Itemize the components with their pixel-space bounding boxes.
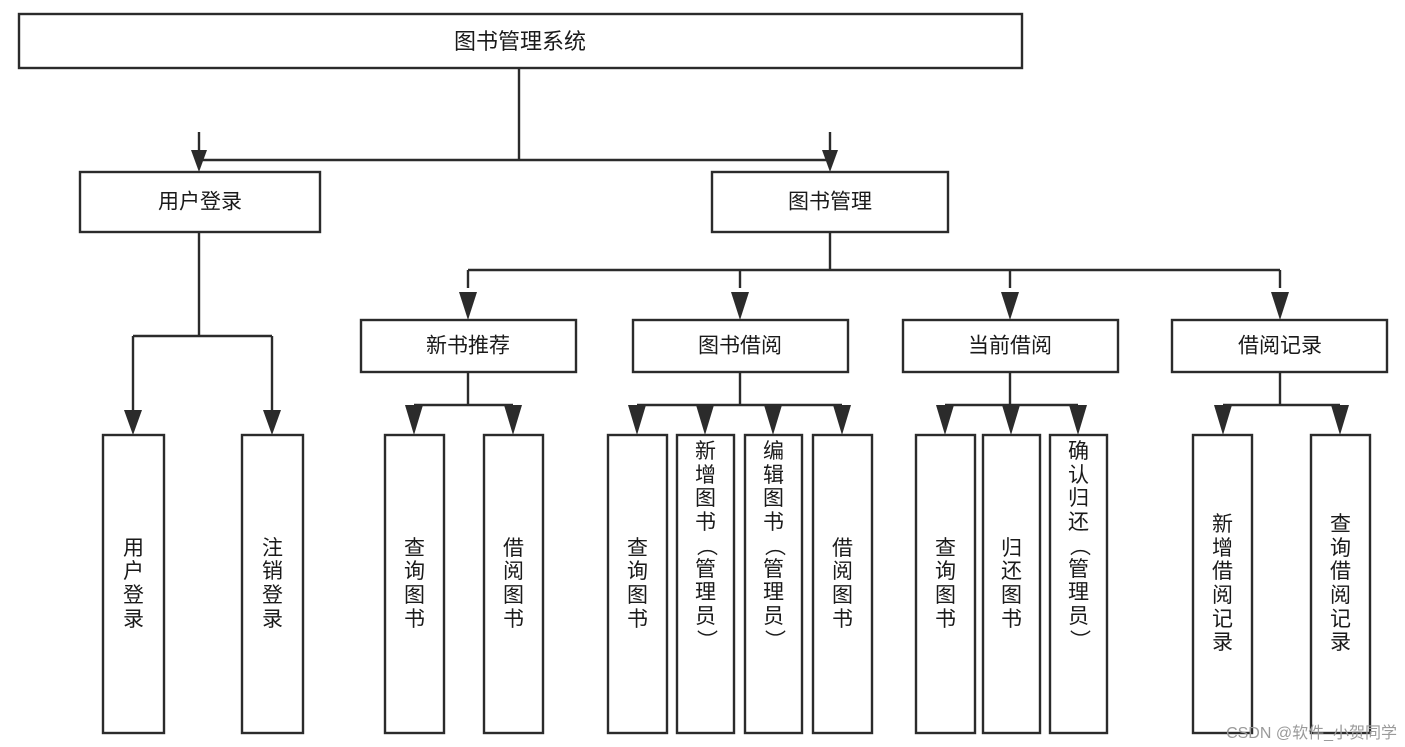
arrowhead-leaf-add-record (1214, 405, 1232, 435)
node-leaf-query-book-1-box[interactable] (383, 433, 446, 735)
arrowhead-leaf-user-login (124, 410, 142, 435)
node-book-borrow-box[interactable] (631, 318, 850, 374)
node-book-borrow[interactable]: 图书借阅 (631, 318, 850, 374)
arrowhead-leaf-borrow-book-1 (504, 405, 522, 435)
node-borrow-record-box[interactable] (1170, 318, 1389, 374)
node-leaf-add-record-box[interactable] (1191, 433, 1254, 735)
arrowhead-book-management (822, 150, 838, 172)
node-leaf-logout-box[interactable] (240, 433, 305, 735)
node-leaf-return-book-box[interactable] (981, 433, 1042, 735)
arrowhead-leaf-logout (263, 410, 281, 435)
arrowhead-current-borrow (1001, 292, 1019, 320)
node-root[interactable]: 图书管理系统 (17, 12, 1024, 70)
node-borrow-record[interactable]: 借阅记录 (1170, 318, 1389, 374)
arrowhead-leaf-query-record (1331, 405, 1349, 435)
node-current-borrow[interactable]: 当前借阅 (901, 318, 1120, 374)
node-current-borrow-label: 当前借阅 (968, 335, 1052, 358)
node-borrow-record-label: 借阅记录 (1238, 335, 1322, 358)
node-user-login[interactable]: 用户登录 (78, 170, 322, 234)
node-leaf-user-login-box[interactable] (101, 433, 166, 735)
arrowhead-leaf-edit-book (764, 405, 782, 435)
arrowhead-user-login (191, 150, 207, 172)
node-user-login-label: 用户登录 (158, 191, 242, 214)
node-leaf-confirm-return-box[interactable] (1048, 433, 1109, 735)
arrowhead-leaf-confirm-return (1069, 405, 1087, 435)
arrowhead-leaf-borrow-book-2 (833, 405, 851, 435)
node-user-login-box[interactable] (78, 170, 322, 234)
arrowhead-leaf-query-book-1 (405, 405, 423, 435)
node-leaf-query-book-2-box[interactable] (606, 433, 669, 735)
connector-group (124, 68, 1349, 435)
node-new-book-recommend-box[interactable] (359, 318, 578, 374)
node-new-book-recommend[interactable]: 新书推荐 (359, 318, 578, 374)
node-leaf-query-book-3-box[interactable] (914, 433, 977, 735)
node-root-box[interactable] (17, 12, 1024, 70)
arrowhead-leaf-query-book-3 (936, 405, 954, 435)
node-book-management[interactable]: 图书管理 (710, 170, 950, 234)
node-book-management-box[interactable] (710, 170, 950, 234)
node-leaf-query-record-box[interactable] (1309, 433, 1372, 735)
node-leaf-borrow-book-2-box[interactable] (811, 433, 874, 735)
node-book-borrow-label: 图书借阅 (698, 335, 782, 358)
node-current-borrow-box[interactable] (901, 318, 1120, 374)
arrowhead-leaf-query-book-2 (628, 405, 646, 435)
node-leaf-edit-book-box[interactable] (743, 433, 804, 735)
arrowhead-leaf-add-book (696, 405, 714, 435)
arrowhead-book-borrow (731, 292, 749, 320)
node-leaf-borrow-book-1-box[interactable] (482, 433, 545, 735)
arrowhead-new-book-recommend (459, 292, 477, 320)
node-root-label: 图书管理系统 (454, 29, 586, 54)
node-new-book-recommend-label: 新书推荐 (426, 335, 510, 358)
node-leaf-add-book-box[interactable] (675, 433, 736, 735)
arrowhead-borrow-record (1271, 292, 1289, 320)
node-book-management-label: 图书管理 (788, 191, 872, 214)
arrowhead-leaf-return-book (1002, 405, 1020, 435)
